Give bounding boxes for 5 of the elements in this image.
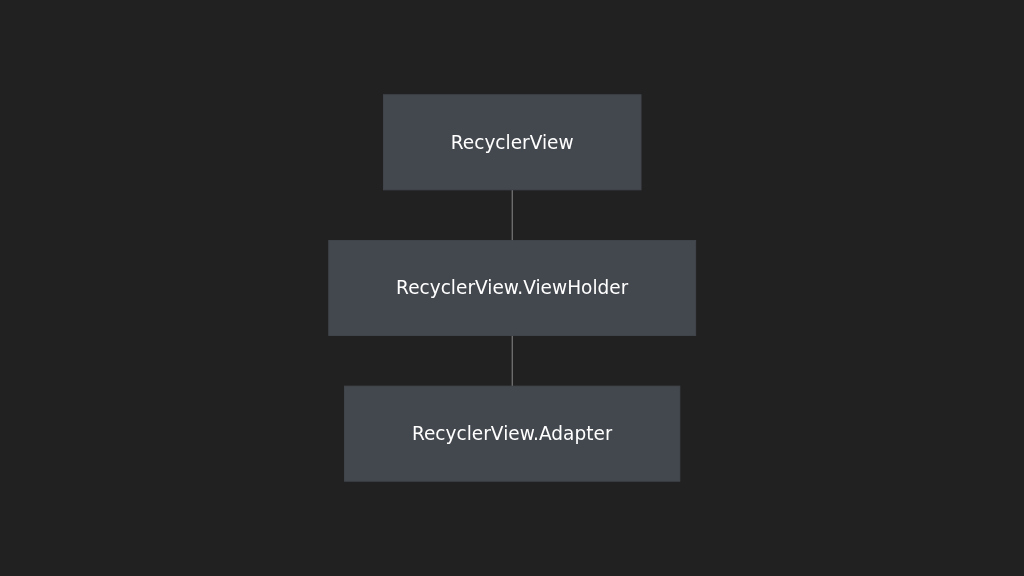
connector xyxy=(511,335,513,387)
connector xyxy=(511,189,513,241)
node-box: RecyclerView.ViewHolder xyxy=(328,240,696,336)
node-box: RecyclerView.Adapter xyxy=(343,385,681,482)
node-box: RecyclerView xyxy=(382,94,642,191)
